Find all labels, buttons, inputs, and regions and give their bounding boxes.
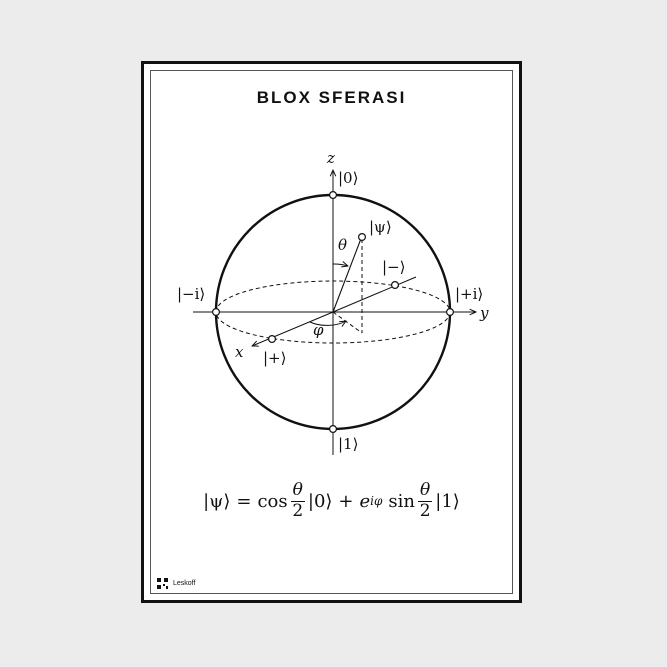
qr-code-icon xyxy=(157,578,168,589)
label-angle-phi: φ xyxy=(313,321,324,339)
label-angle-theta: θ xyxy=(338,236,347,254)
formula-plus: + xyxy=(338,490,354,512)
formula-cos: cos xyxy=(257,490,288,512)
fraction-numerator: θ xyxy=(420,480,431,500)
label-axis-x: x xyxy=(235,343,244,361)
label-state-plus-i: |+i⟩ xyxy=(455,285,483,303)
fraction-theta-half-2: θ 2 xyxy=(418,480,433,521)
fraction-denominator: 2 xyxy=(419,500,431,521)
point-plus xyxy=(268,335,277,344)
poster-inner-border xyxy=(150,70,513,594)
fraction-theta-half-1: θ 2 xyxy=(290,480,305,521)
label-state-zero: |0⟩ xyxy=(338,169,358,187)
label-state-psi: |ψ⟩ xyxy=(369,218,392,236)
psi-projection-radial xyxy=(332,311,363,334)
fraction-numerator: θ xyxy=(292,480,303,500)
poster-title: BLOX SFERASI xyxy=(256,88,407,107)
brand-name: Leskoff xyxy=(173,580,196,587)
theta-arc xyxy=(332,264,348,266)
formula-ket1: |1⟩ xyxy=(435,490,460,512)
point-plus-i xyxy=(446,308,455,317)
point-minus-i xyxy=(212,308,221,317)
phi-arc xyxy=(309,321,346,325)
formula-equals: = xyxy=(236,490,252,512)
formula-sin: sin xyxy=(388,490,416,512)
label-state-minus-i: |−i⟩ xyxy=(177,285,205,303)
label-state-minus: |−⟩ xyxy=(382,258,405,276)
formula-e: e xyxy=(359,490,371,512)
formula-ket0: |0⟩ xyxy=(307,490,333,512)
point-psi xyxy=(358,233,367,242)
fraction-denominator: 2 xyxy=(292,500,304,521)
bloch-state-formula: |ψ⟩ = cos θ 2 |0⟩ + e iφ sin θ 2 |1⟩ xyxy=(141,480,522,521)
x-axis xyxy=(252,311,334,346)
point-one xyxy=(329,425,338,434)
label-axis-y: y xyxy=(479,304,489,322)
formula-lhs: |ψ⟩ xyxy=(203,490,231,512)
brand-mark: Leskoff xyxy=(157,578,195,589)
point-zero xyxy=(329,191,338,200)
label-state-one: |1⟩ xyxy=(338,435,358,453)
point-minus xyxy=(391,281,400,290)
x-axis-back xyxy=(332,276,417,313)
psi-vector xyxy=(332,235,363,313)
label-state-plus: |+⟩ xyxy=(263,349,286,367)
poster-frame xyxy=(141,61,522,603)
label-axis-z: z xyxy=(326,149,335,167)
formula-exponent: iφ xyxy=(370,494,383,509)
